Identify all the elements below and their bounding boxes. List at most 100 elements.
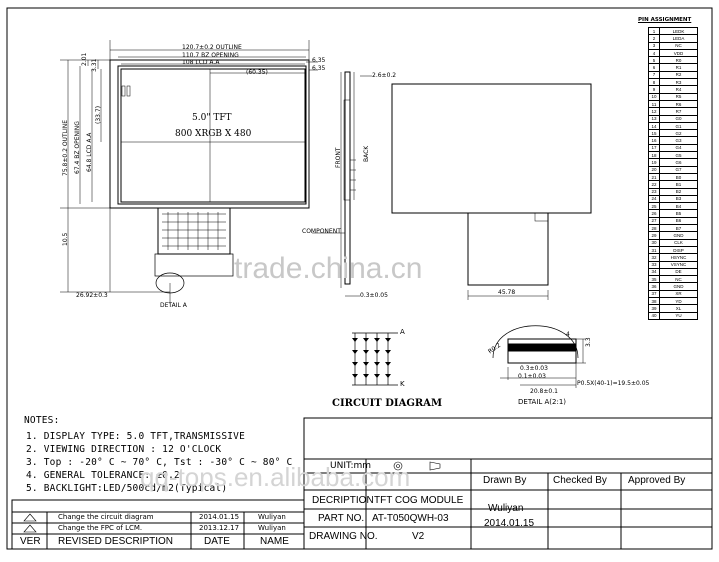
detail-dim-4: 4 — [566, 331, 570, 338]
pin-number: 31 — [648, 245, 660, 255]
circuit-cathode-label: K — [400, 380, 405, 388]
detail-dim-pitch: P0.5X(40-1)=19.5±0.05 — [577, 380, 650, 387]
label-front: FRONT — [335, 147, 342, 169]
label-component: COMPONENT — [302, 228, 341, 235]
pin-signal: B2 — [659, 187, 698, 196]
pin-signal: G3 — [659, 136, 698, 145]
screen-resolution-label: 800 XRGB X 480 — [175, 129, 252, 139]
circuit-title: CIRCUIT DIAGRAM — [332, 398, 443, 409]
pin-signal: LEDA — [659, 34, 698, 43]
pin-number: 39 — [648, 304, 660, 313]
pin-signal: B3 — [659, 194, 698, 204]
detail-dim-3-3: 3.3 — [585, 337, 592, 347]
dim-bz-height: 67.4 BZ OPENING — [74, 121, 81, 174]
fpc-tail — [157, 207, 231, 255]
description-value: TFT COG MODULE — [374, 495, 464, 506]
back-fpc — [467, 212, 549, 286]
pin-signal: B0 — [659, 172, 698, 182]
pin-signal: G7 — [659, 165, 698, 174]
pin-number: 30 — [648, 238, 660, 247]
note-2: 2. VIEWING DIRECTION : 12 O'CLOCK — [26, 444, 222, 455]
dim-thickness: 2.6±0.2 — [372, 72, 397, 79]
pin-number: 9 — [648, 85, 660, 94]
dim-bottom-left: 26.92±0.3 — [76, 292, 108, 299]
pin-number: 6 — [648, 63, 660, 72]
pin-number: 7 — [648, 70, 660, 80]
pin-signal: HSYNC — [659, 253, 698, 262]
pin-signal: R4 — [659, 85, 698, 94]
pin-number: 21 — [648, 172, 660, 182]
dim-half-width: (60.35) — [246, 69, 268, 76]
pin-number: 12 — [648, 107, 660, 116]
pin-signal: R5 — [659, 92, 698, 101]
pin-number: 32 — [648, 253, 660, 262]
back-view-panel — [391, 83, 592, 214]
pin-signal: R0 — [659, 56, 698, 65]
pin-signal: GND — [659, 231, 698, 240]
pin-signal: YD — [659, 296, 698, 306]
pin-signal: G2 — [659, 129, 698, 138]
part-no-value: AT-T050QWH-03 — [372, 513, 449, 524]
pin-number: 28 — [648, 223, 660, 233]
pin-signal: G4 — [659, 143, 698, 153]
pin-number: 5 — [648, 56, 660, 65]
pin-number: 1 — [648, 26, 660, 36]
notes-heading: NOTES: — [24, 415, 60, 426]
pin-number: 16 — [648, 136, 660, 145]
pin-number: 25 — [648, 202, 660, 211]
pin-number: 17 — [648, 143, 660, 153]
bz-opening — [117, 65, 307, 205]
watermark-trade-china: trade.china.cn — [234, 252, 423, 285]
dim-top-left-a: 2.01 — [81, 52, 88, 66]
detail-dim-20: 20.8±0.1 — [530, 388, 558, 395]
drawing-no-label: DRAWING NO. — [309, 531, 378, 542]
approved-by-label: Approved By — [628, 475, 686, 486]
pin-number: 36 — [648, 282, 660, 291]
dim-right-top-a: 6.35 — [312, 57, 326, 64]
pin-number: 34 — [648, 267, 660, 277]
unit-label: UNIT:mm — [330, 461, 372, 471]
checked-by-label: Checked By — [553, 475, 607, 486]
pin-number: 27 — [648, 216, 660, 226]
pin-signal: R3 — [659, 78, 698, 87]
pin-number: 2 — [648, 34, 660, 43]
pin-signal: XL — [659, 304, 698, 313]
pin-number: 19 — [648, 158, 660, 167]
pin-number: 26 — [648, 209, 660, 218]
pin-number: 33 — [648, 260, 660, 269]
pin-signal: B1 — [659, 180, 698, 189]
pin-signal: R2 — [659, 70, 698, 80]
revision-header-desc: REVISED DESCRIPTION — [58, 536, 174, 547]
pin-signal: G0 — [659, 114, 698, 123]
pin-number: 37 — [648, 289, 660, 299]
pin-signal: B6 — [659, 216, 698, 226]
pin-signal: R6 — [659, 99, 698, 109]
revision-desc-2: Change the FPC of LCM. — [58, 524, 143, 532]
title-block-frame — [303, 417, 713, 550]
label-back: BACK — [363, 145, 370, 162]
pin-signal: B4 — [659, 202, 698, 211]
pin-number: 10 — [648, 92, 660, 101]
pin-signal: CLK — [659, 238, 698, 247]
